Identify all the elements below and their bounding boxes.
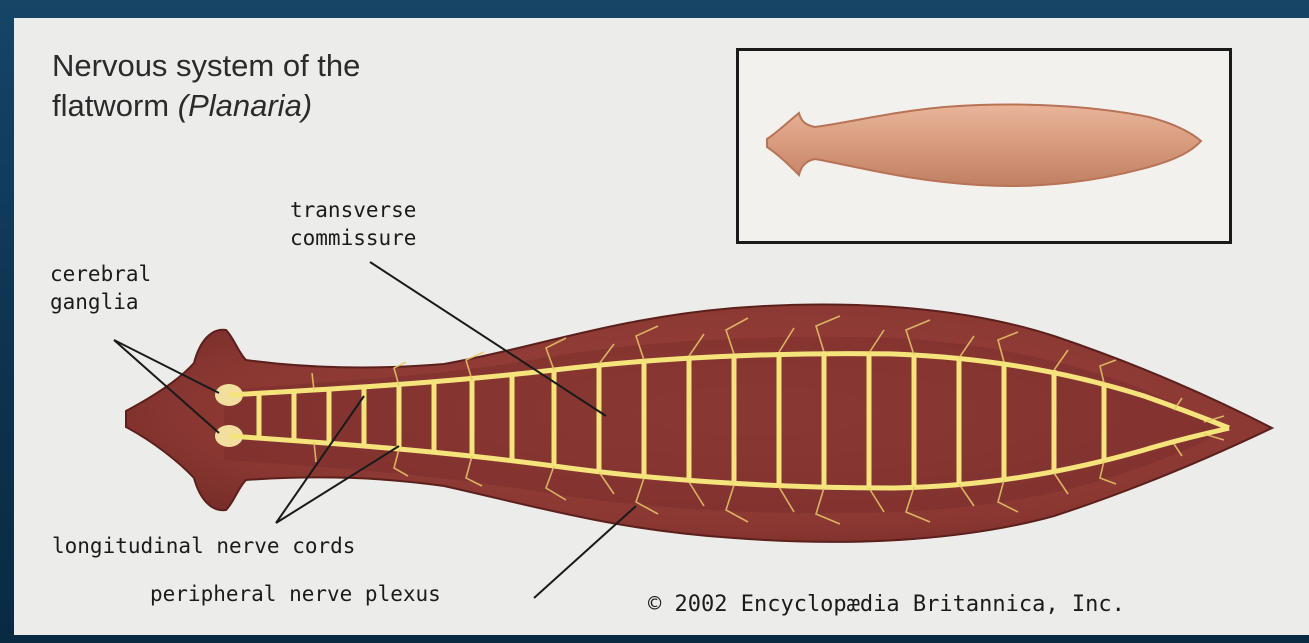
label-transverse-commissure: transverse commissure	[290, 196, 416, 252]
label-longitudinal-nerve-cords: longitudinal nerve cords	[52, 532, 355, 560]
leader-peripheral-nerve-plexus	[534, 506, 636, 598]
label-peripheral-nerve-plexus: peripheral nerve plexus	[150, 580, 441, 608]
label-cerebral-ganglia: cerebral ganglia	[50, 260, 151, 316]
copyright-notice: © 2002 Encyclopædia Britannica, Inc.	[648, 592, 1125, 617]
diagram-panel: Nervous system of the flatworm (Planaria…	[14, 18, 1309, 635]
